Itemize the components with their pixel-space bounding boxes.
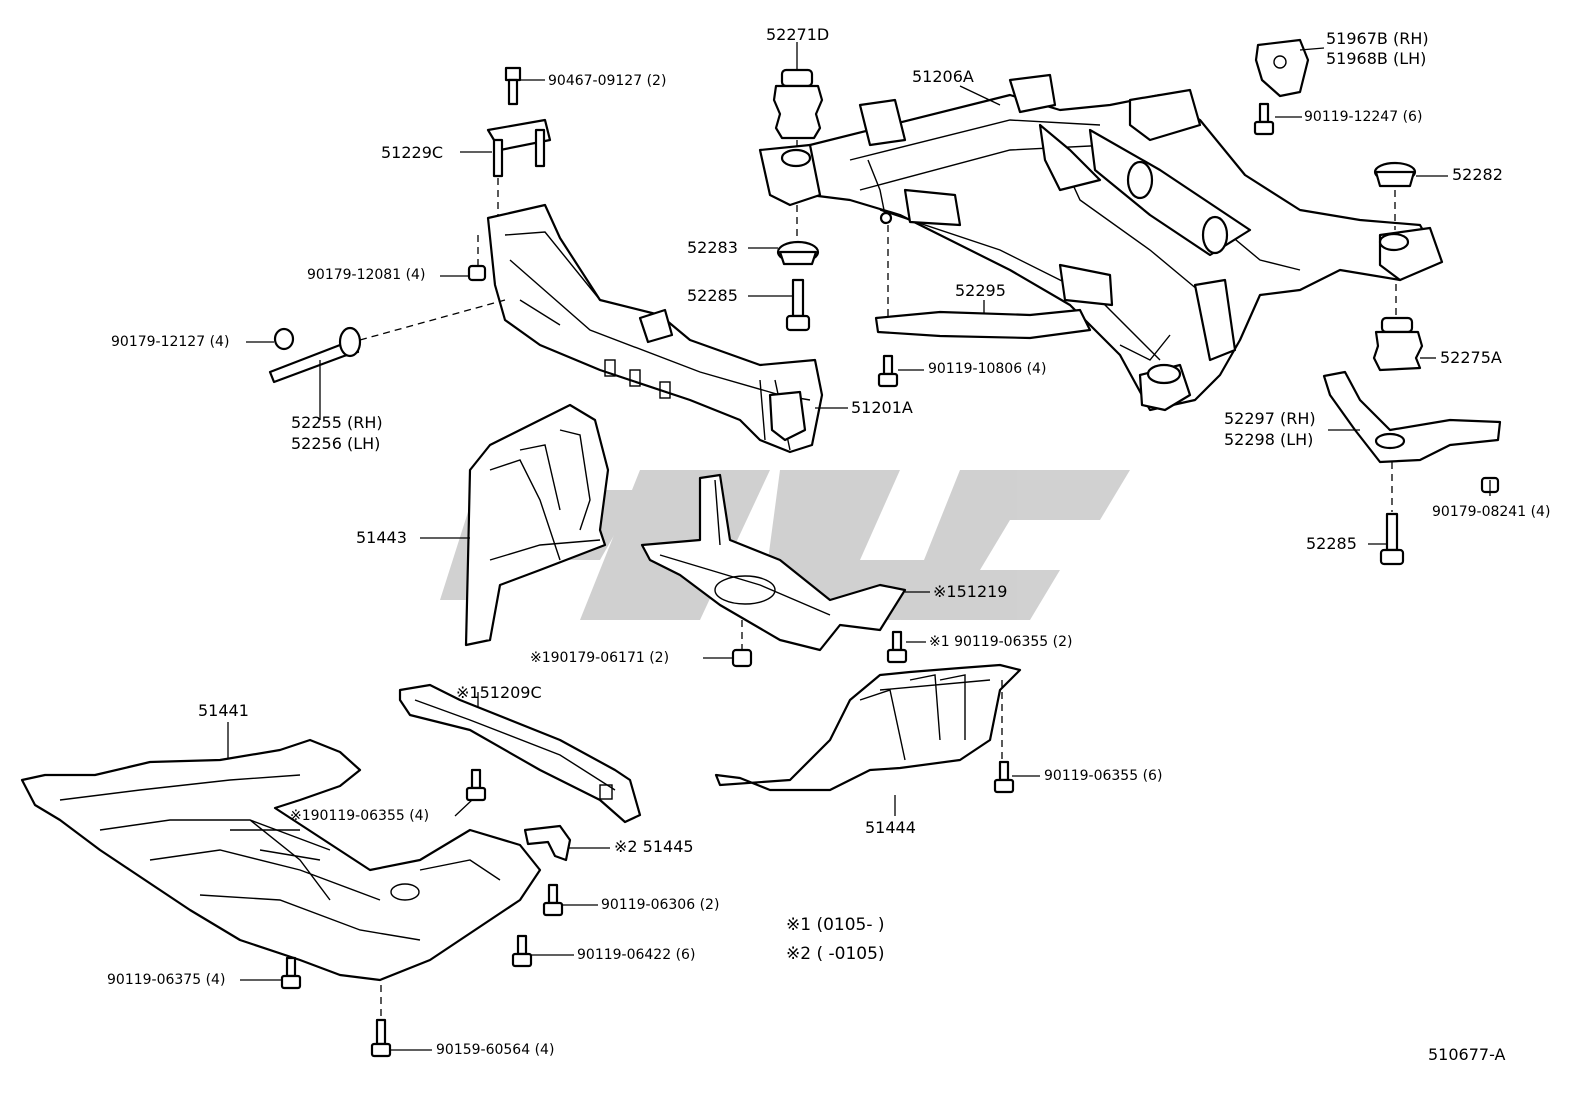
label-90119-06355-b: 90119-06355 (6) [1044, 768, 1163, 784]
label-90119-06355-a: ※1 90119-06355 (2) [929, 634, 1073, 650]
label-52282: 52282 [1452, 165, 1503, 184]
label-90159-60564: 90159-60564 (4) [436, 1042, 555, 1058]
bracket-51229c [486, 118, 552, 215]
label-51443: 51443 [356, 528, 407, 547]
label-90179-12081: 90179-12081 (4) [307, 267, 426, 283]
legend-note-2: ※2 ( -0105) [786, 944, 885, 964]
label-52298: 52298 (LH) [1224, 430, 1314, 449]
stopper-52283 [776, 205, 820, 266]
label-51968b: 51968B (LH) [1326, 49, 1427, 68]
label-51445: ※2 51445 [614, 837, 694, 856]
bolt-90119-06422 [511, 934, 533, 968]
cover-151219 [640, 473, 907, 652]
label-51201a: 51201A [851, 398, 913, 417]
bolt-90159-60564 [370, 985, 392, 1058]
label-52256: 52256 (LH) [291, 434, 381, 453]
label-51967b: 51967B (RH) [1326, 29, 1429, 48]
lateral-rod-52255 [268, 299, 506, 420]
bolt-90119-06355-c [465, 768, 487, 802]
bushing-52271d [772, 42, 824, 150]
crossmember-51201a [486, 203, 824, 454]
label-90179-08241: 90179-08241 (4) [1432, 504, 1551, 520]
label-52255: 52255 (RH) [291, 413, 383, 432]
bolt-90467-09127 [504, 66, 545, 106]
label-52295: 52295 [955, 281, 1006, 300]
label-90119-06375: 90119-06375 (4) [107, 972, 226, 988]
shield-51444 [714, 663, 1022, 792]
label-151219: ※151219 [933, 582, 1008, 601]
bracket-52297 [1322, 370, 1502, 512]
label-51229c: 51229C [381, 143, 444, 162]
label-52283: 52283 [687, 238, 738, 257]
label-90179-06171: ※190179-06171 (2) [530, 650, 670, 666]
label-151209c: ※151209C [456, 683, 542, 702]
label-90179-12127: 90179-12127 (4) [111, 334, 230, 350]
stopper-52282 [1373, 161, 1417, 230]
figure-id: 510677-A [1428, 1045, 1506, 1064]
bracket-51445 [523, 824, 572, 862]
bushing-52275a [1372, 284, 1424, 372]
label-51206a: 51206A [912, 67, 974, 86]
bolt-90119-10806 [877, 354, 899, 388]
label-90119-06355-c: ※190119-06355 (4) [290, 808, 430, 824]
label-52271d: 52271D [766, 25, 830, 44]
brace-52295 [874, 300, 1092, 340]
label-90467-09127: 90467-09127 (2) [548, 73, 667, 89]
label-90119-06422: 90119-06422 (6) [577, 947, 696, 963]
label-90119-12247: 90119-12247 (6) [1304, 109, 1423, 125]
label-52285-right: 52285 [1306, 534, 1357, 553]
leader-lines [227, 85, 1491, 1051]
shield-51443 [464, 403, 610, 647]
label-51444: 51444 [865, 818, 916, 837]
label-52275a: 52275A [1440, 348, 1502, 367]
bolt-52285-right [1379, 512, 1405, 566]
nut-90179-12081 [467, 235, 487, 282]
label-52285-left: 52285 [687, 286, 738, 305]
crossmember-51206a [758, 73, 1444, 412]
bar-151209c [398, 683, 642, 824]
bolt-90119-06306 [542, 883, 564, 917]
bracket-51967b [1254, 38, 1325, 98]
under-cover-51441 [20, 738, 542, 982]
bolt-90119-06355-a [886, 630, 908, 664]
bolt-52285-left [785, 278, 811, 332]
legend-note-1: ※1 (0105- ) [786, 915, 885, 935]
label-51441: 51441 [198, 701, 249, 720]
bolt-90119-06355-b [993, 760, 1015, 794]
bolt-90119-12247 [1253, 102, 1275, 136]
label-90119-06306: 90119-06306 (2) [601, 897, 720, 913]
bolt-90119-06375 [280, 956, 302, 990]
label-90119-10806: 90119-10806 (4) [928, 361, 1047, 377]
nut-90179-06171 [731, 620, 753, 668]
label-52297: 52297 (RH) [1224, 409, 1316, 428]
